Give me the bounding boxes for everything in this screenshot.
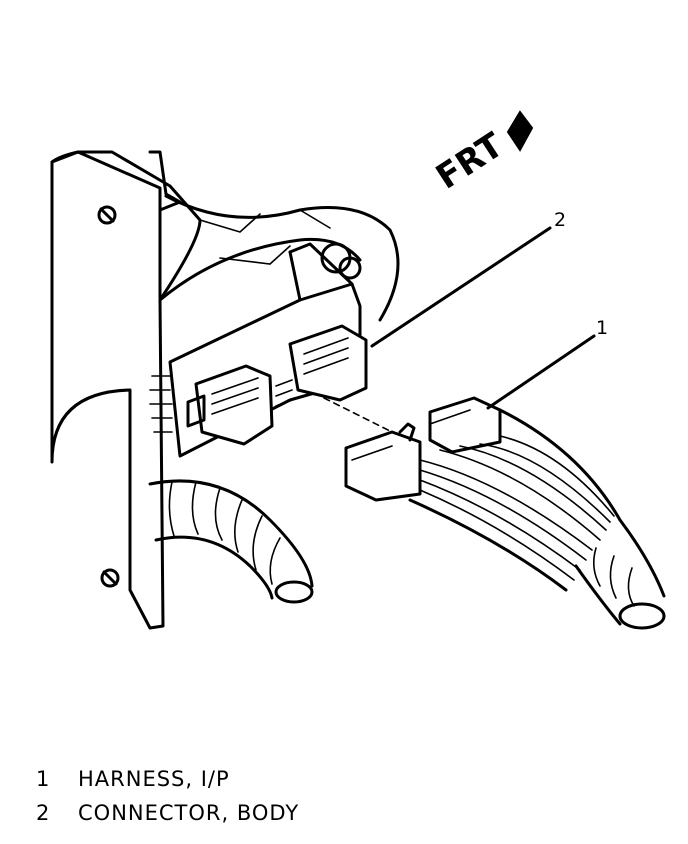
legend-item: 2 CONNECTOR, BODY — [36, 796, 299, 830]
callout-2-leader — [370, 226, 552, 348]
legend-item-number: 1 — [36, 767, 51, 791]
mounting-bracket — [50, 150, 202, 630]
front-arrow-icon — [506, 110, 534, 152]
harness-connector-diagram: FRT — [50, 110, 666, 630]
bracket-upper-bolt-hole — [97, 205, 117, 225]
bracket-lower-bolt-hole — [100, 568, 120, 588]
legend-item-label: CONNECTOR, BODY — [78, 801, 300, 825]
front-direction-indicator: FRT — [429, 110, 534, 198]
callout-2-number: 2 — [554, 209, 566, 231]
lower-harness-conduit — [148, 479, 314, 604]
legend-item-label: HARNESS, I/P — [78, 767, 230, 791]
body-connector-assembly — [149, 242, 368, 458]
callout-1-leader — [486, 334, 596, 410]
ip-harness-connector — [344, 396, 666, 630]
front-label: FRT — [429, 125, 511, 198]
callout-legend: 1 HARNESS, I/P 2 CONNECTOR, BODY — [36, 762, 299, 830]
callout-1-number: 1 — [596, 317, 608, 339]
mating-guide-line — [323, 397, 393, 433]
legend-item: 1 HARNESS, I/P — [36, 762, 299, 796]
legend-item-number: 2 — [36, 801, 51, 825]
